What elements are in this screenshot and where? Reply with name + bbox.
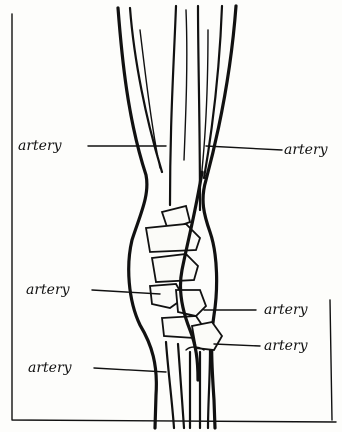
carpal-bone-3 — [152, 254, 198, 282]
metacarpal-left-a — [166, 342, 174, 428]
label-artery-lower-left: artery — [28, 360, 73, 376]
cannon-bone-left — [170, 6, 176, 205]
vessel-inner — [184, 10, 187, 160]
figure-border-right — [330, 300, 332, 420]
label-artery-middle-right: artery — [264, 302, 309, 318]
leader-lower-right — [214, 344, 260, 346]
vessel-inner-2 — [202, 30, 208, 170]
label-artery-lower-right: artery — [264, 338, 309, 354]
leader-upper-right — [206, 146, 282, 150]
label-artery-upper-left: artery — [18, 138, 63, 154]
carpal-bone-7 — [192, 322, 222, 350]
metacarpal-left-b — [178, 344, 184, 428]
metacarpal-right — [208, 350, 210, 428]
label-artery-upper-right: artery — [284, 142, 329, 158]
tendon-left — [130, 8, 162, 172]
label-artery-middle-left: artery — [26, 282, 71, 298]
